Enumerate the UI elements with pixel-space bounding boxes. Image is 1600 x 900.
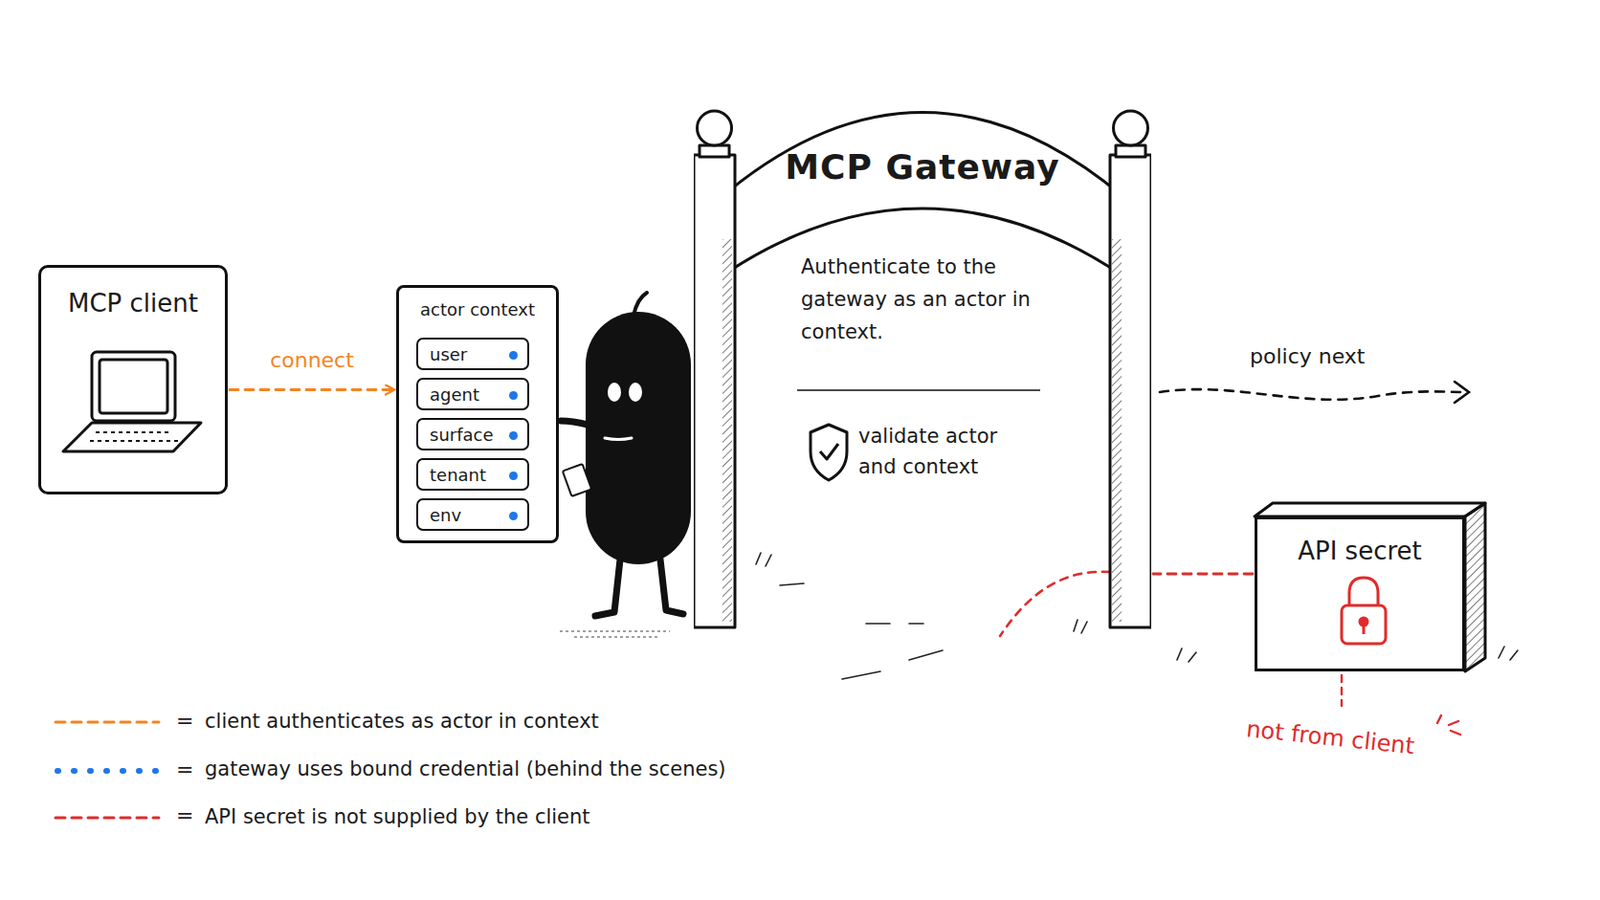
legend-row: API secret is not supplied by the client bbox=[204, 805, 591, 829]
gateway-arch: MCP GatewayAuthenticate to the gateway a… bbox=[693, 105, 1152, 632]
legend-row: gateway uses bound credential (behind th… bbox=[204, 757, 727, 781]
laptop-icon bbox=[63, 352, 201, 452]
drawing-path bbox=[595, 559, 684, 617]
drawing-circle bbox=[1359, 618, 1368, 626]
drawing-path bbox=[1437, 715, 1461, 735]
legend-row: client authenticates as actor in context bbox=[204, 710, 600, 734]
drawing-rect bbox=[1111, 239, 1122, 623]
drawing-ellipse bbox=[628, 382, 643, 402]
lock-icon bbox=[1341, 577, 1386, 645]
legend-samples bbox=[55, 722, 159, 819]
legend-equals: = bbox=[176, 757, 194, 782]
actor-character bbox=[559, 292, 691, 638]
legend-text: gateway uses bound credential (behind th… bbox=[204, 757, 727, 781]
node-title: actor context bbox=[399, 288, 556, 320]
drawing-rect bbox=[585, 311, 691, 565]
edge-label: connect bbox=[269, 348, 355, 373]
secret-box: API secret bbox=[1254, 516, 1466, 672]
drawing-rect bbox=[693, 155, 735, 628]
drawing-rect bbox=[699, 145, 730, 157]
credential-dot bbox=[509, 471, 518, 481]
drawing-rect bbox=[99, 359, 168, 414]
drawing-path bbox=[810, 424, 847, 481]
drawing-path bbox=[55, 721, 159, 725]
drawing-path bbox=[1454, 381, 1469, 403]
drawing-path bbox=[57, 768, 159, 775]
legend-equals: = bbox=[176, 709, 194, 734]
drawing-path bbox=[55, 817, 159, 821]
warning-note: not from client bbox=[1244, 715, 1416, 760]
context-field: env bbox=[416, 498, 530, 532]
drawing-polygon bbox=[1254, 503, 1486, 517]
credential-dot bbox=[509, 351, 518, 360]
node-title: API secret bbox=[1257, 519, 1463, 566]
drawing-path bbox=[1349, 577, 1378, 606]
connect-arrow bbox=[229, 388, 395, 392]
drawing-path bbox=[1159, 389, 1467, 400]
drawing-path bbox=[820, 444, 839, 460]
policy-arrow bbox=[1159, 381, 1469, 403]
drawing-g bbox=[693, 111, 1152, 628]
node-body: validate actor and context bbox=[858, 421, 1041, 483]
node-title: env bbox=[418, 500, 528, 526]
drawing-polygon bbox=[1465, 503, 1486, 672]
node-title: agent bbox=[418, 379, 528, 405]
context-field: agent bbox=[416, 377, 530, 411]
node-title: tenant bbox=[418, 460, 528, 486]
node-body: Authenticate to the gateway as an actor … bbox=[800, 250, 1056, 349]
legend-text: client authenticates as actor in context bbox=[204, 710, 600, 734]
flow-note: policy next bbox=[1249, 344, 1366, 369]
credential-dot bbox=[509, 431, 518, 441]
drawing-path bbox=[1000, 572, 1111, 637]
node-title: MCP Gateway bbox=[693, 147, 1152, 187]
legend-equals: = bbox=[176, 803, 194, 828]
context-panel: actor context user agent surface tenant env bbox=[396, 285, 559, 544]
blocked-link bbox=[1153, 573, 1253, 577]
drawing-rect bbox=[722, 239, 733, 623]
drawing-path bbox=[842, 650, 943, 680]
drawing-path bbox=[604, 438, 632, 441]
drawing-rect bbox=[91, 352, 176, 422]
drawing-path bbox=[1362, 625, 1366, 635]
context-field: surface bbox=[416, 418, 530, 451]
drawing-path bbox=[722, 112, 1123, 277]
context-field: user bbox=[416, 337, 530, 371]
drawing-rect bbox=[1110, 155, 1152, 628]
credential-dot bbox=[509, 511, 518, 521]
legend-text: API secret is not supplied by the client bbox=[204, 805, 591, 829]
drawing-path bbox=[560, 421, 588, 425]
drawing-path bbox=[797, 389, 1041, 392]
drawing-ellipse bbox=[607, 382, 622, 402]
drawing-circle bbox=[1113, 111, 1149, 146]
drawing-path bbox=[89, 432, 178, 442]
drawing-path bbox=[559, 631, 670, 638]
drawing-path bbox=[866, 622, 924, 625]
context-field: tenant bbox=[416, 458, 530, 491]
drawing-path bbox=[755, 553, 804, 586]
node-title: surface bbox=[418, 420, 528, 445]
credential-dot bbox=[509, 391, 518, 400]
drawing-path bbox=[63, 422, 201, 452]
drawing-rect bbox=[1115, 145, 1146, 157]
client-box: MCP client bbox=[38, 265, 228, 495]
drawing-rect bbox=[1341, 605, 1386, 645]
drawing-rect bbox=[562, 464, 592, 497]
drawing-circle bbox=[697, 111, 733, 146]
node-title: MCP client bbox=[41, 267, 225, 318]
drawing-path bbox=[1340, 675, 1343, 707]
shield-icon bbox=[810, 424, 847, 481]
node-title: user bbox=[418, 339, 528, 365]
secret-box-faces bbox=[1254, 503, 1486, 672]
leader-line bbox=[1341, 675, 1461, 735]
